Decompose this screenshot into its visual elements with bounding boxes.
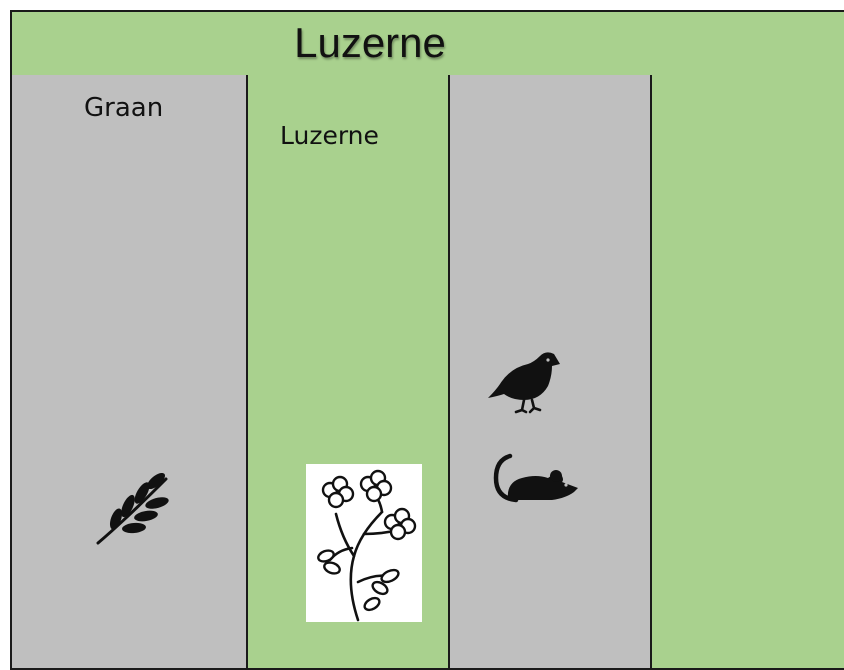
column-predators: [450, 75, 652, 668]
bird-icon: [488, 350, 566, 414]
header-band: Luzerne: [12, 12, 844, 77]
column-graan: Graan: [12, 75, 248, 668]
column-empty: [652, 75, 844, 668]
alfalfa-icon: [306, 464, 422, 622]
column-label-graan: Graan: [84, 93, 163, 123]
page-title: Luzerne: [12, 19, 728, 67]
mouse-icon: [492, 452, 582, 508]
column-label-luzerne: Luzerne: [280, 121, 379, 150]
column-luzerne: Luzerne: [248, 75, 450, 668]
wheat-icon: [94, 473, 174, 547]
diagram-frame: Luzerne Graan Luzerne: [10, 10, 844, 670]
